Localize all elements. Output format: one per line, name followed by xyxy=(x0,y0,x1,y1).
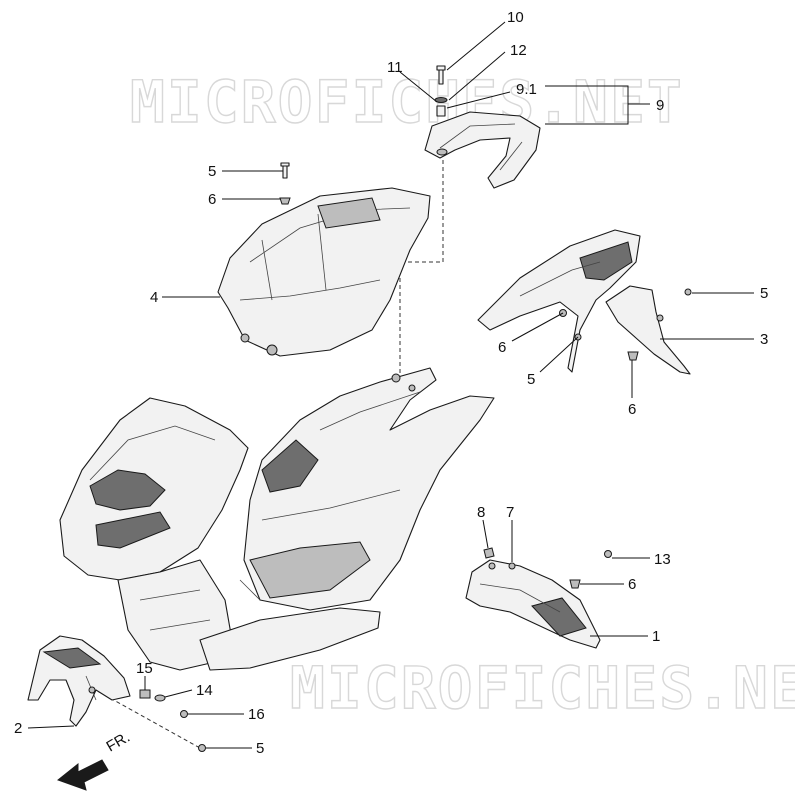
callout-15: 15 xyxy=(136,660,153,677)
screw-part-7 xyxy=(508,562,516,570)
callout-11: 11 xyxy=(387,59,403,76)
watermark-bottom: MICROFICHES.NET xyxy=(290,654,795,722)
scooter-body-assembly xyxy=(59,367,495,671)
grab-handle-part-9 xyxy=(424,111,541,189)
assembly-guide-lines xyxy=(91,160,444,749)
screw-part-13 xyxy=(604,550,612,558)
front-direction-label: FR. xyxy=(104,729,133,756)
clip-part-6-rear-bottom xyxy=(627,351,639,361)
callout-5-rear-bottom: 5 xyxy=(527,371,535,388)
callout-7: 7 xyxy=(506,504,514,521)
callout-13: 13 xyxy=(654,551,671,568)
callout-4: 4 xyxy=(150,289,158,306)
nut-part-15 xyxy=(139,689,151,699)
callout-3: 3 xyxy=(760,331,768,348)
clip-part-6-seat xyxy=(279,197,291,205)
washer-part-14 xyxy=(154,694,166,702)
collar-part-11 xyxy=(436,105,446,117)
callout-5-seat: 5 xyxy=(208,163,216,180)
callout-6-rear-left: 6 xyxy=(498,339,506,356)
callout-16: 16 xyxy=(248,706,265,723)
callout-5-rear-right: 5 xyxy=(760,285,768,302)
rear-mudguard-part-1 xyxy=(465,559,601,649)
callout-1: 1 xyxy=(652,628,660,645)
callout-9: 9 xyxy=(656,97,664,114)
callout-5-front: 5 xyxy=(256,740,264,757)
clip-part-6-fender xyxy=(569,579,581,589)
callout-14: 14 xyxy=(196,682,213,699)
rear-tail-cover-part-3 xyxy=(477,229,691,375)
callout-6-seat: 6 xyxy=(208,191,216,208)
callout-labels: 10 12 11 9.1 9 5 6 4 5 3 6 5 6 8 7 13 6 … xyxy=(14,9,768,757)
screw-part-16 xyxy=(180,710,188,718)
callout-12: 12 xyxy=(510,42,527,59)
watermark-top: MICROFICHES.NET xyxy=(130,68,684,136)
storage-tray-part-4 xyxy=(217,187,431,357)
callout-10: 10 xyxy=(507,9,524,26)
callout-9-1: 9.1 xyxy=(516,81,537,98)
screw-part-5-rear-right xyxy=(684,288,692,296)
screw-part-5-seat xyxy=(280,162,290,179)
front-direction-arrow: FR. xyxy=(56,729,133,791)
leader-lines xyxy=(27,21,754,749)
callout-8: 8 xyxy=(477,504,485,521)
screw-part-5-front xyxy=(198,744,206,752)
front-mudguard-part-2 xyxy=(27,635,131,727)
bolt-part-10 xyxy=(436,65,446,85)
nut-part-8 xyxy=(483,547,495,559)
callout-6-rear-bottom: 6 xyxy=(628,401,636,418)
callout-6-fender: 6 xyxy=(628,576,636,593)
callout-2: 2 xyxy=(14,720,22,737)
